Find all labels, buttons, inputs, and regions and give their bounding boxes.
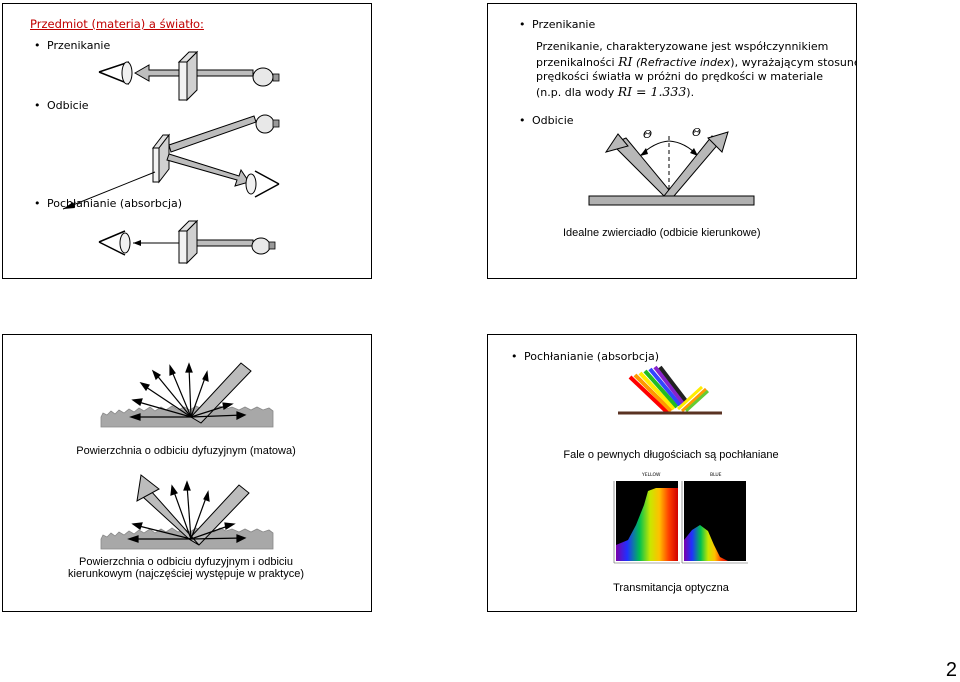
- bullet-reflection: Odbicie: [519, 114, 573, 127]
- angle-label-reflected: Θ: [692, 126, 702, 139]
- mixed-caption-line1: Powierzchnia o odbiciu dyfuzyjnym i odbi…: [79, 556, 293, 568]
- mirror-caption: Idealne zwierciadło (odbicie kierunkowe): [563, 227, 761, 239]
- paragraph-text: ), wyrażającym stosunek: [730, 56, 857, 69]
- slide-light-interaction: Przedmiot (materia) a światło: Przenikan…: [2, 3, 372, 279]
- paragraph-line: prędkości światła w próżni do prędkości …: [536, 70, 823, 83]
- diffuse-caption: Powierzchnia o odbiciu dyfuzyjnym (matow…: [76, 445, 296, 457]
- transmittance-chart-blue: [681, 481, 748, 564]
- light-interaction-diagrams: [62, 50, 280, 265]
- glass-block: [177, 50, 199, 102]
- absorption-diagram: [613, 365, 748, 564]
- absorbing-block: [177, 219, 199, 265]
- mixed-caption-line2: kierunkowym (najczęściej występuje w pra…: [68, 568, 304, 580]
- refractive-index-value: RI = 1.333: [617, 84, 687, 99]
- paragraph-line: (n.p. dla wody RI = 1.333).: [536, 85, 694, 99]
- paragraph-text: przenikalności: [536, 56, 615, 69]
- absorption-caption: Fale o pewnych długościach są pochłanian…: [563, 449, 779, 461]
- page-number: 2: [945, 659, 957, 681]
- light-bulb-icon: [251, 237, 276, 255]
- mirror-block: [151, 133, 171, 184]
- bullet-absorption: Pochłanianie (absorbcja): [34, 197, 182, 210]
- chart-title-yellow: YELLOW: [642, 473, 661, 478]
- bullet-absorption: Pochłanianie (absorbcja): [511, 350, 659, 363]
- slide-title: Przedmiot (materia) a światło:: [30, 17, 204, 31]
- eye-icon: [98, 230, 131, 256]
- scattered-rays: [127, 480, 247, 543]
- bullet-transmission: Przenikanie: [34, 39, 110, 52]
- paragraph-text: (n.p. dla wody: [536, 86, 615, 99]
- transmittance-caption: Transmitancja optyczna: [613, 582, 729, 594]
- bullet-transmission: Przenikanie: [519, 18, 595, 31]
- scattered-rays: [129, 362, 247, 421]
- light-bulb-icon: [252, 67, 280, 87]
- chart-title-blue: BLUE: [710, 473, 722, 478]
- transmittance-chart-yellow: [613, 481, 680, 564]
- slide-transmission-reflection: Przenikanie Przenikanie, charakteryzowan…: [487, 3, 857, 279]
- slide-absorption: Pochłanianie (absorbcja): [487, 334, 857, 612]
- paragraph-line: Przenikanie, charakteryzowane jest współ…: [536, 40, 829, 53]
- mirror-reflection-diagram: [588, 131, 755, 206]
- diffuse-reflection-diagram: [100, 362, 274, 550]
- refractive-index-symbol: RI: [618, 54, 633, 69]
- paragraph-text: (Refractive index: [635, 56, 731, 69]
- eye-icon: [245, 170, 280, 198]
- mirror-surface: [588, 195, 755, 206]
- paragraph-line: przenikalności RI (Refractive index), wy…: [536, 54, 857, 69]
- eye-icon: [98, 61, 133, 85]
- angle-label-incident: Θ: [643, 128, 653, 141]
- paragraph-text: ).: [686, 86, 695, 99]
- light-bulb-icon: [255, 114, 280, 134]
- bullet-reflection: Odbicie: [34, 99, 88, 112]
- incoming-color-rays: [628, 365, 688, 415]
- slide-diffuse-reflection: Powierzchnia o odbiciu dyfuzyjnym (matow…: [2, 334, 372, 612]
- reflected-color-rays: [676, 385, 710, 413]
